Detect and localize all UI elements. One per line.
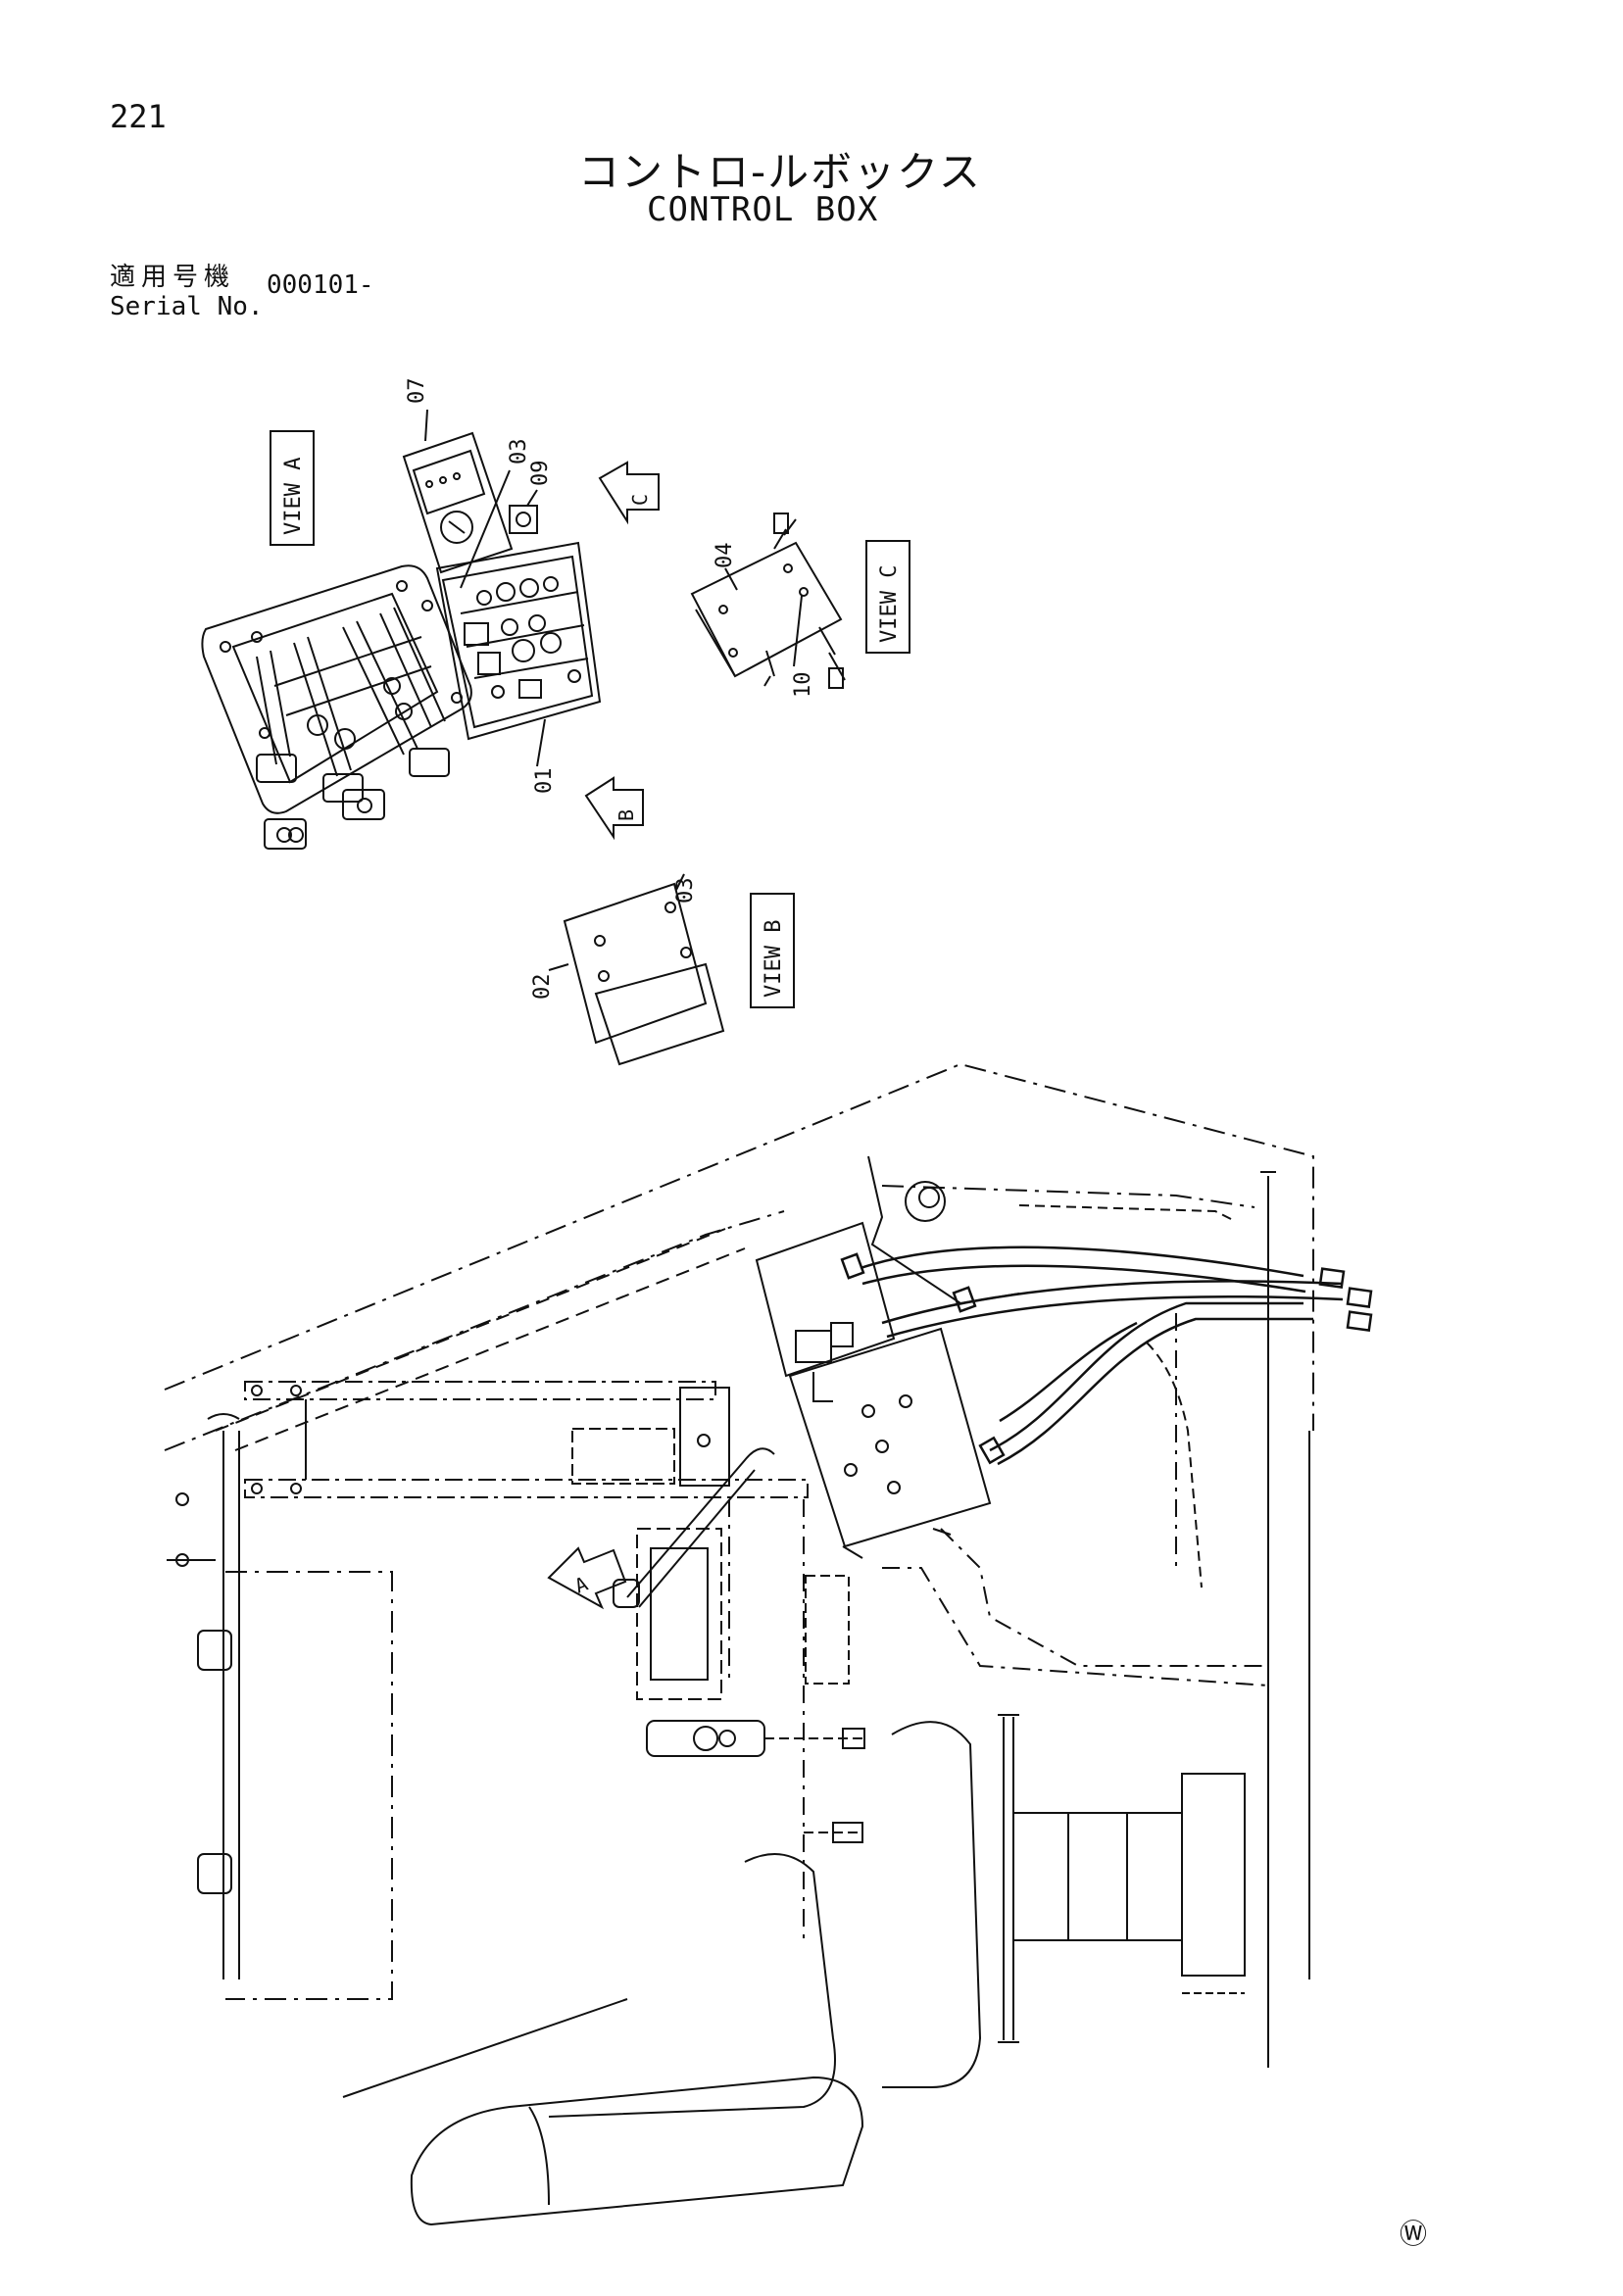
part-label-03: 03 bbox=[507, 439, 531, 465]
leader-09 bbox=[526, 489, 538, 507]
view-c-label-box bbox=[865, 540, 910, 654]
leader-07 bbox=[424, 409, 428, 442]
floor-panel bbox=[805, 1575, 850, 1685]
watermark-w-icon: Ⓦ bbox=[1400, 2218, 1428, 2250]
view-a-label: VIEW A bbox=[281, 458, 306, 535]
cable-loop bbox=[626, 1447, 775, 1598]
cab-control-box bbox=[788, 1327, 992, 1548]
control-box-switches bbox=[460, 576, 589, 699]
view-b-label-box bbox=[750, 893, 795, 1008]
hydraulic-hoses bbox=[840, 1246, 1373, 1466]
cab-box-switch bbox=[795, 1330, 832, 1363]
lever-base-plate bbox=[201, 564, 472, 814]
view-b-arrow-label: B bbox=[615, 809, 638, 821]
serial-label-japanese: 適用号機 bbox=[110, 263, 236, 292]
leader-10 bbox=[793, 595, 803, 667]
part-label-10: 10 bbox=[791, 672, 815, 699]
plate-bolts bbox=[220, 580, 463, 739]
part-label-07: 07 bbox=[405, 378, 429, 405]
view-a-assembly: VIEW A bbox=[201, 378, 660, 850]
control-box-face bbox=[441, 555, 594, 729]
view-a-arrow bbox=[547, 1546, 627, 1610]
view-c-box bbox=[690, 541, 843, 678]
bracket-lower-plate bbox=[594, 962, 725, 1066]
rail-bracket bbox=[679, 1387, 730, 1487]
part-label-01: 01 bbox=[532, 768, 557, 795]
cab-roof-line bbox=[164, 1062, 1314, 1431]
page-title: CONTROL BOX bbox=[647, 190, 879, 229]
view-c-arrow-label: C bbox=[628, 494, 652, 506]
view-c-assembly: 04 10 VIEW C bbox=[690, 513, 910, 699]
operator-seat bbox=[342, 1720, 982, 2226]
view-b-label: VIEW B bbox=[762, 920, 786, 998]
serial-label: Serial No. bbox=[110, 292, 264, 321]
relay-box bbox=[571, 1428, 675, 1485]
view-c-label: VIEW C bbox=[877, 565, 902, 643]
view-a-label-box bbox=[270, 430, 315, 546]
leader-01 bbox=[536, 718, 546, 767]
switch-09 bbox=[509, 505, 538, 534]
view-b-arrow bbox=[584, 776, 644, 841]
monitor-outline bbox=[636, 1528, 722, 1700]
view-b-assembly: 03 02 VIEW B bbox=[530, 873, 795, 1066]
cab-installation-view: A bbox=[164, 1062, 1373, 2226]
key-switch-icon bbox=[440, 511, 473, 544]
part-label-09: 09 bbox=[528, 461, 553, 487]
pillar-bolt-icon bbox=[905, 1181, 946, 1222]
pedal-levers bbox=[256, 607, 450, 850]
leader-03 bbox=[460, 469, 511, 589]
floor-lines bbox=[728, 1313, 1269, 1940]
monitor-screen bbox=[650, 1547, 709, 1681]
seat-pedestal bbox=[998, 1714, 1246, 2043]
upper-panel bbox=[402, 431, 514, 574]
part-label-02: 02 bbox=[530, 974, 555, 1001]
mounting-rails bbox=[244, 1381, 809, 1498]
leader-03-b bbox=[675, 873, 685, 891]
view-c-arrow bbox=[598, 461, 660, 525]
view-a-arrow-label: A bbox=[571, 1572, 591, 1598]
pillar-bracket bbox=[867, 1155, 1020, 1305]
cab-control-box-upper bbox=[755, 1221, 896, 1378]
part-label-04: 04 bbox=[713, 543, 737, 569]
leader-02 bbox=[548, 963, 569, 971]
serial-number-value: 000101- bbox=[267, 270, 374, 300]
leader-04 bbox=[724, 567, 738, 591]
page-title-japanese: コントロ-ルボックス bbox=[578, 148, 982, 196]
control-box-body bbox=[435, 541, 602, 741]
page-number: 221 bbox=[110, 98, 167, 135]
part-label-03-b: 03 bbox=[673, 878, 698, 904]
cab-right-frame bbox=[1267, 1176, 1310, 2068]
left-frame bbox=[167, 1413, 393, 2000]
bracket-plate bbox=[563, 882, 708, 1045]
